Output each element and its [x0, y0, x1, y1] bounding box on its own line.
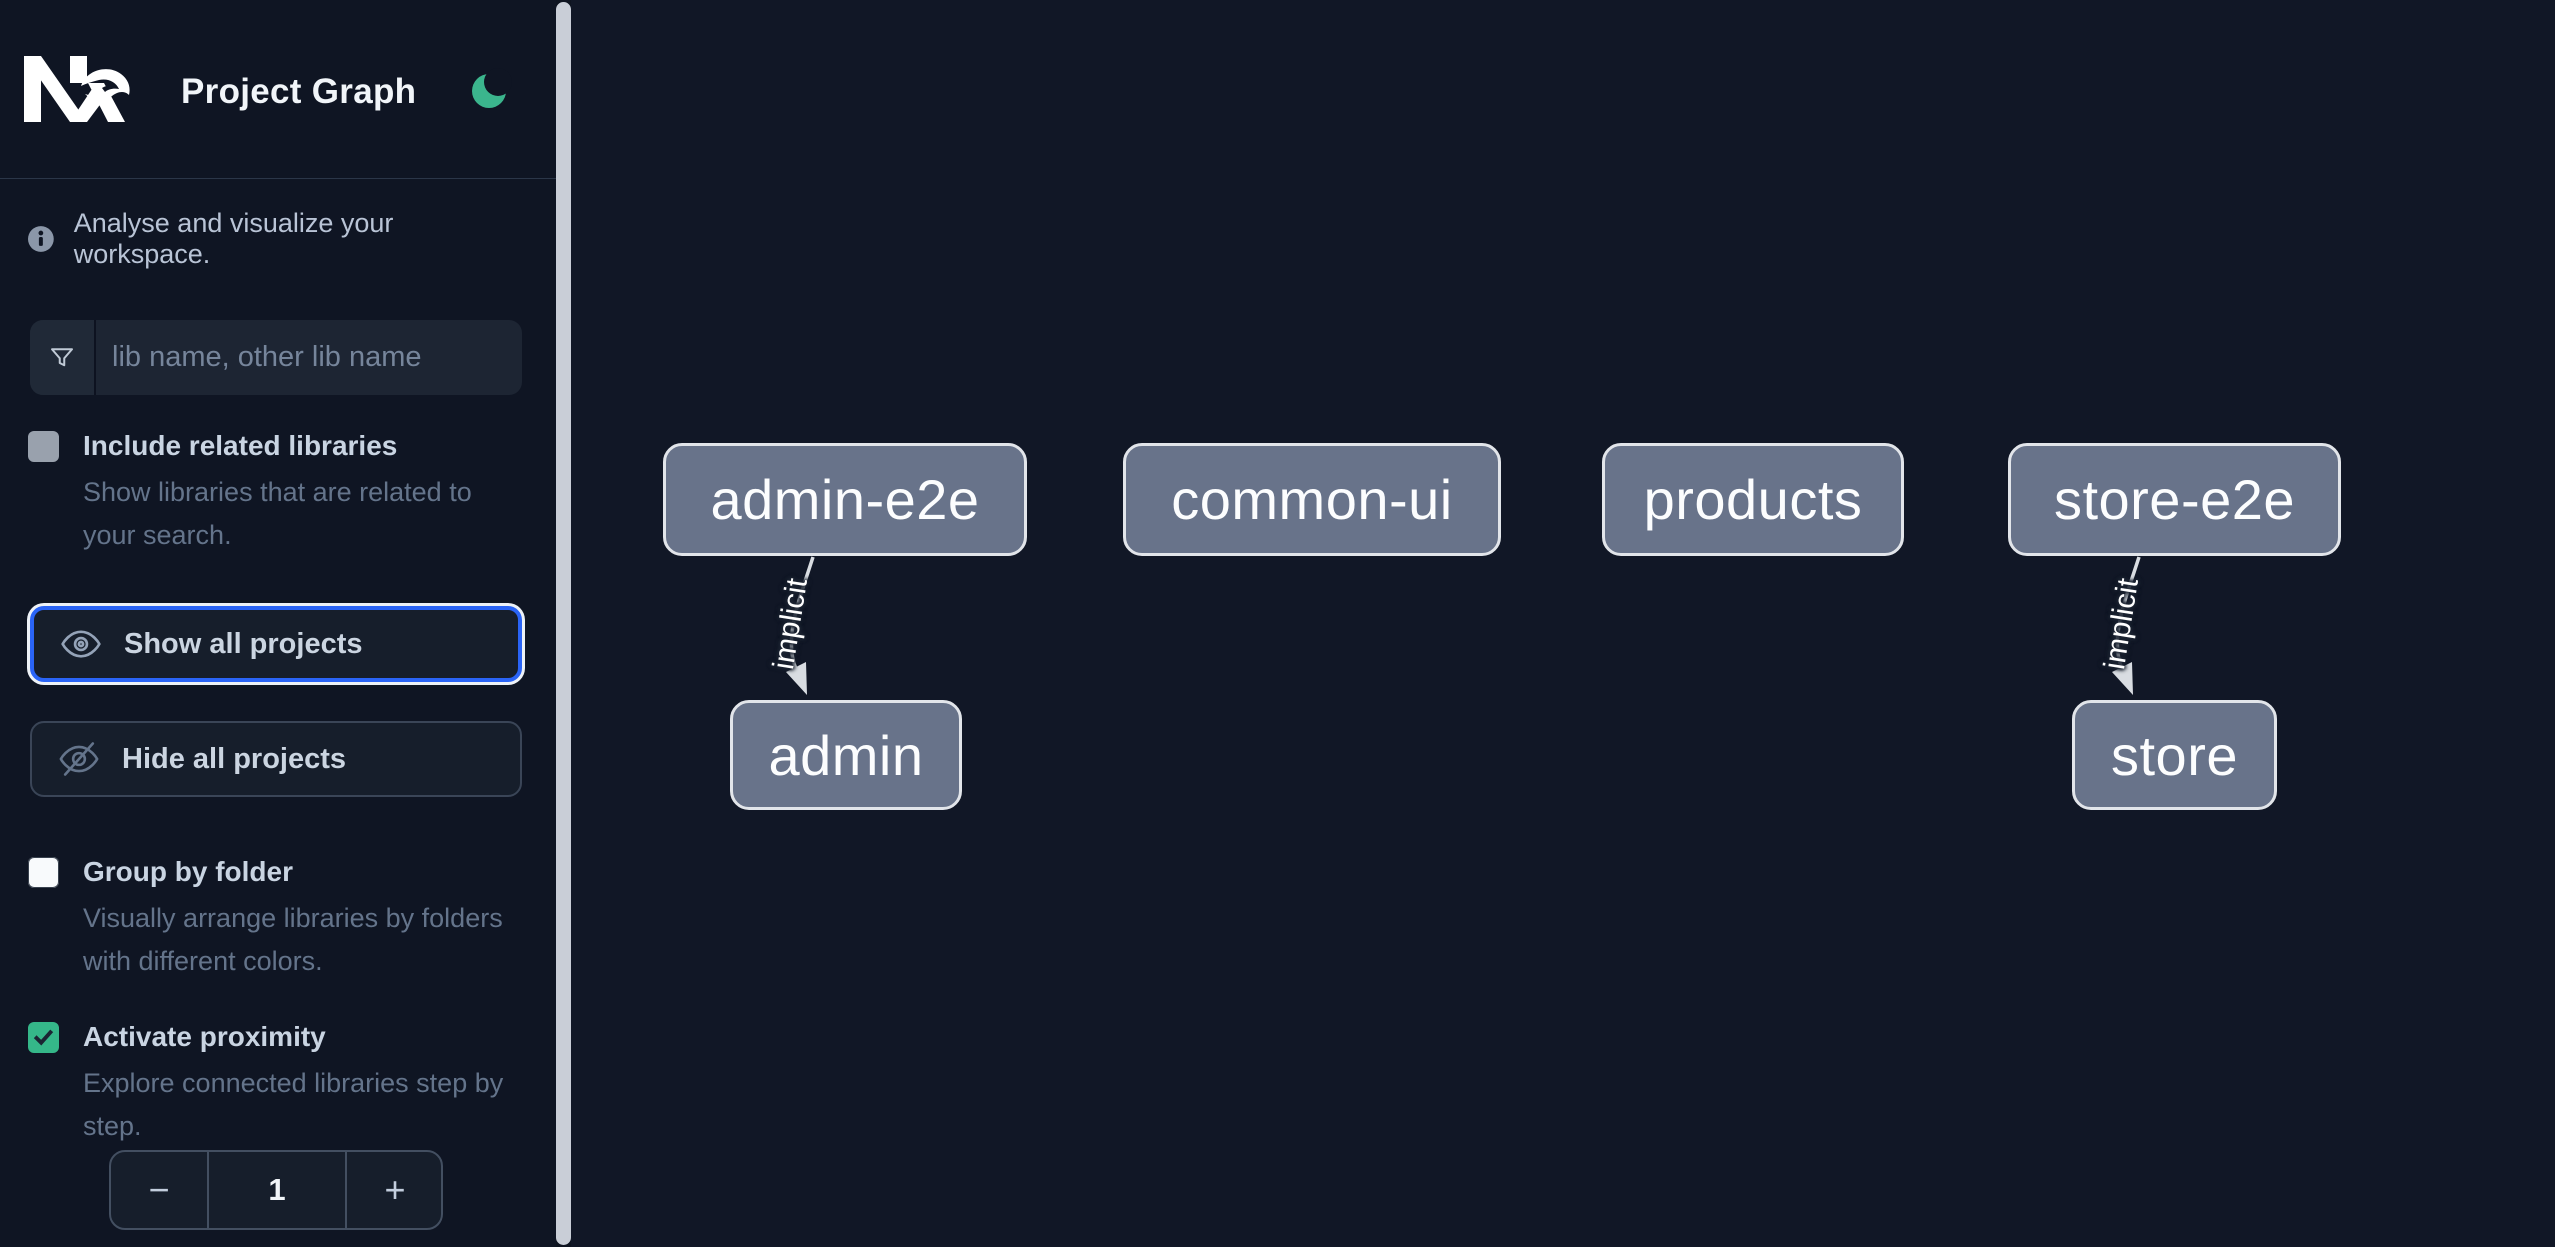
proximity-increment-button[interactable]: + — [345, 1152, 443, 1228]
sidebar-resizer-handle[interactable] — [556, 2, 571, 1245]
filter-funnel-icon — [51, 347, 73, 366]
checkmark-icon — [33, 1029, 54, 1046]
workspace-info: Analyse and visualize your workspace. — [28, 208, 533, 270]
edge-label-implicit: implicit — [767, 576, 814, 672]
filter-input[interactable] — [96, 320, 522, 395]
group-by-folder-label: Group by folder — [83, 856, 293, 887]
activate-proximity-checkbox[interactable] — [28, 1022, 59, 1053]
filter-box — [30, 320, 522, 395]
graph-node-admin[interactable]: admin — [730, 700, 962, 810]
hide-all-projects-button[interactable]: Hide all projects — [30, 721, 522, 797]
nx-logo — [24, 56, 130, 122]
graph-node-store[interactable]: store — [2072, 700, 2277, 810]
sidebar: Project Graph Analyse and visualize your… — [0, 0, 556, 1247]
group-by-folder-description: Visually arrange libraries by folders wi… — [83, 903, 503, 976]
proximity-value: 1 — [268, 1172, 286, 1207]
arrowhead — [786, 662, 807, 695]
tagline-text: Analyse and visualize your workspace. — [73, 208, 394, 269]
show-all-projects-label: Show all projects — [124, 627, 363, 660]
group-by-folder-checkbox[interactable] — [28, 857, 59, 888]
graph-node-products[interactable]: products — [1602, 443, 1904, 556]
edge-admin-e2e-admin — [789, 556, 815, 670]
eye-slash-icon — [59, 742, 99, 776]
toggle-group-by-folder[interactable]: Group by folder Visually arrange librari… — [28, 855, 521, 983]
proximity-stepper: − 1 + — [109, 1150, 443, 1230]
eye-icon — [61, 630, 101, 658]
sidebar-header: Project Graph — [0, 0, 556, 179]
graph-node-common-ui[interactable]: common-ui — [1123, 443, 1501, 556]
activate-proximity-description: Explore connected libraries step by step… — [83, 1068, 504, 1141]
activate-proximity-label: Activate proximity — [83, 1021, 326, 1052]
include-related-checkbox[interactable] — [28, 431, 59, 462]
toggle-include-related[interactable]: Include related libraries Show libraries… — [28, 429, 521, 557]
arrowhead — [2112, 662, 2133, 695]
toggle-activate-proximity[interactable]: Activate proximity Explore connected lib… — [28, 1020, 521, 1148]
include-related-description: Show libraries that are related to your … — [83, 477, 472, 550]
moon-icon — [472, 68, 512, 108]
graph-edges — [786, 556, 2141, 695]
hide-all-projects-label: Hide all projects — [122, 742, 347, 775]
graph-canvas[interactable]: admin-e2e common-ui products store-e2e a… — [571, 0, 2555, 1247]
graph-node-admin-e2e[interactable]: admin-e2e — [663, 443, 1027, 556]
show-all-projects-button[interactable]: Show all projects — [30, 606, 522, 682]
info-icon — [28, 226, 54, 252]
graph-node-store-e2e[interactable]: store-e2e — [2008, 443, 2341, 556]
dark-mode-toggle[interactable] — [462, 66, 512, 114]
edge-store-e2e-store — [2115, 556, 2141, 670]
edge-label-implicit: implicit — [2098, 576, 2145, 672]
page-title: Project Graph — [181, 72, 417, 111]
filter-icon-cell — [30, 320, 96, 395]
include-related-label: Include related libraries — [83, 430, 398, 461]
proximity-decrement-button[interactable]: − — [111, 1152, 209, 1228]
